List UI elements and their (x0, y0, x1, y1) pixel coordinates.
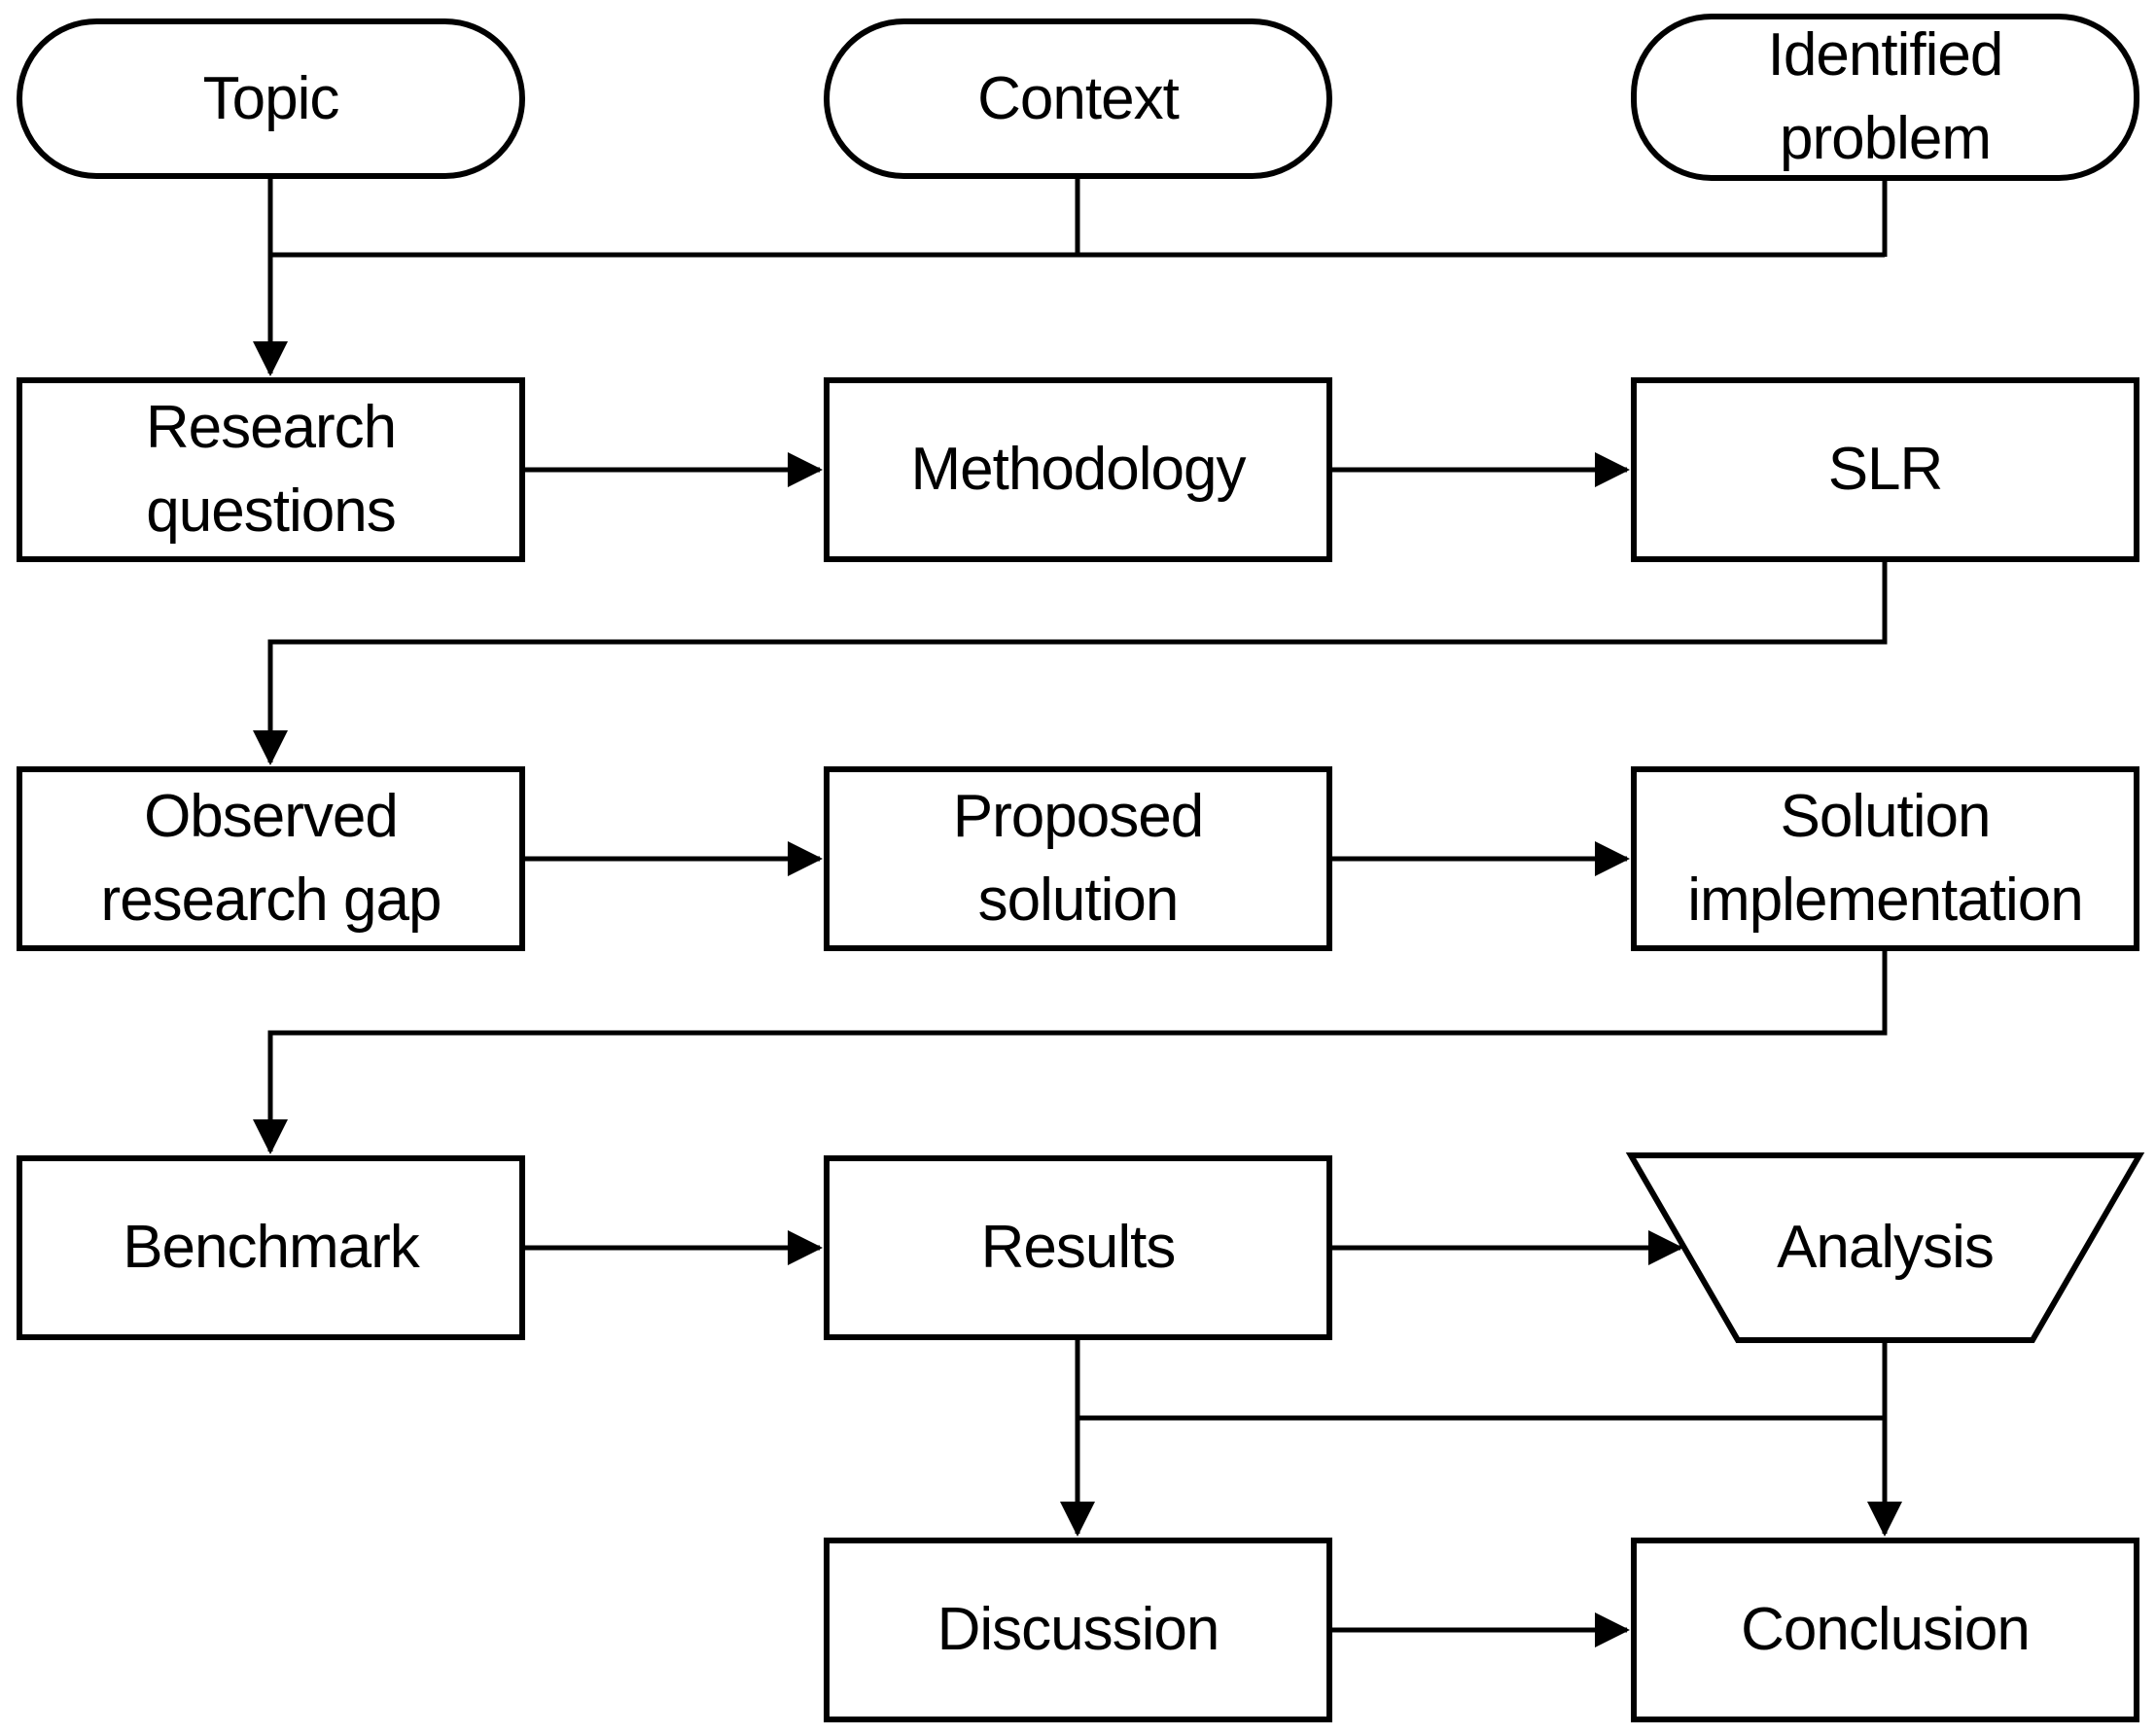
node-results-label: Results (980, 1214, 1177, 1282)
node-observed-research-gap: Observed research gap (17, 766, 525, 951)
node-context-label: Context (977, 64, 1180, 132)
node-conclusion: Conclusion (1631, 1538, 2139, 1722)
node-solution-implementation-label: Solution implementation (1687, 783, 2083, 934)
node-methodology-label: Methodology (910, 436, 1246, 504)
node-methodology: Methodology (824, 377, 1332, 562)
node-research-questions-label: Research questions (145, 394, 397, 545)
node-conclusion-label: Conclusion (1741, 1596, 2031, 1664)
node-research-questions: Research questions (17, 377, 525, 562)
edge-solution-implementation-to-benchmark (253, 951, 1888, 1154)
node-analysis-label: Analysis (1777, 1214, 1995, 1282)
node-proposed-solution-label: Proposed solution (952, 783, 1204, 934)
node-slr-label: SLR (1827, 436, 1944, 504)
node-proposed-solution: Proposed solution (824, 766, 1332, 951)
node-identified-problem-label: Identified problem (1767, 21, 2004, 172)
node-slr: SLR (1631, 377, 2139, 562)
node-discussion: Discussion (824, 1538, 1332, 1722)
node-analysis: Analysis (1631, 1155, 2139, 1340)
node-benchmark-label: Benchmark (123, 1214, 420, 1282)
node-observed-research-gap-label: Observed research gap (100, 783, 442, 934)
node-topic-label: Topic (202, 64, 340, 132)
node-context: Context (824, 18, 1332, 179)
node-solution-implementation: Solution implementation (1631, 766, 2139, 951)
node-identified-problem: Identified problem (1631, 14, 2139, 181)
edge-slr-to-observed-research-gap (253, 562, 1888, 765)
node-results: Results (824, 1155, 1332, 1340)
node-benchmark: Benchmark (17, 1155, 525, 1340)
node-topic: Topic (17, 18, 525, 179)
node-discussion-label: Discussion (937, 1596, 1220, 1664)
node-analysis-shape (1625, 1152, 2145, 1343)
